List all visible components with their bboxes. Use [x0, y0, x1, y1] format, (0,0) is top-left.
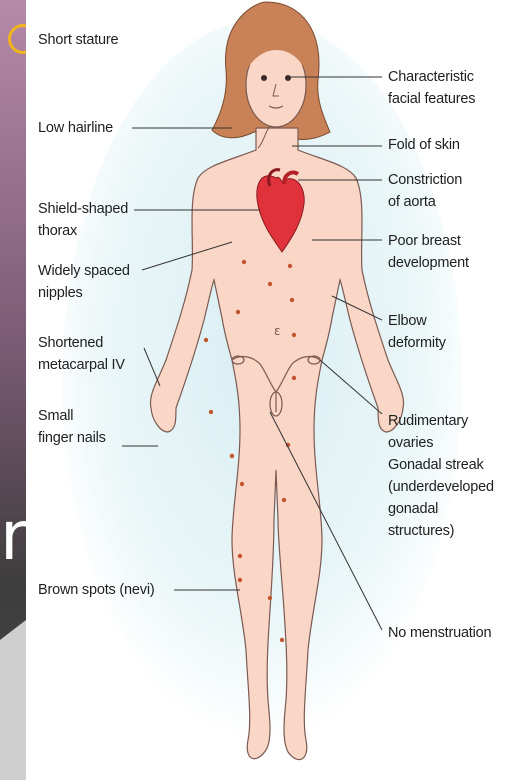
label-facial-features: Characteristic facial features	[388, 66, 475, 110]
label-brown-spots: Brown spots (nevi)	[38, 579, 154, 601]
label-short-stature: Short stature	[38, 29, 118, 51]
label-constriction-of-aorta: Constriction of aorta	[388, 169, 462, 213]
label-elbow-deformity: Elbow deformity	[388, 310, 446, 354]
left-eye	[261, 75, 267, 81]
svg-text:ε: ε	[274, 324, 281, 338]
turner-syndrome-diagram: ε Sho	[26, 0, 518, 780]
label-small-finger-nails: Small finger nails	[38, 405, 106, 449]
label-rudimentary-ovaries: Rudimentary ovaries Gonadal streak (unde…	[388, 410, 494, 542]
label-fold-of-skin: Fold of skin	[388, 134, 460, 156]
right-eye	[285, 75, 291, 81]
label-poor-breast-development: Poor breast development	[388, 230, 469, 274]
label-low-hairline: Low hairline	[38, 117, 113, 139]
label-widely-spaced-nipples: Widely spaced nipples	[38, 260, 130, 304]
label-shortened-metacarpal: Shortened metacarpal IV	[38, 332, 125, 376]
label-no-menstruation: No menstruation	[388, 622, 491, 644]
label-shield-shaped-thorax: Shield-shaped thorax	[38, 198, 128, 242]
